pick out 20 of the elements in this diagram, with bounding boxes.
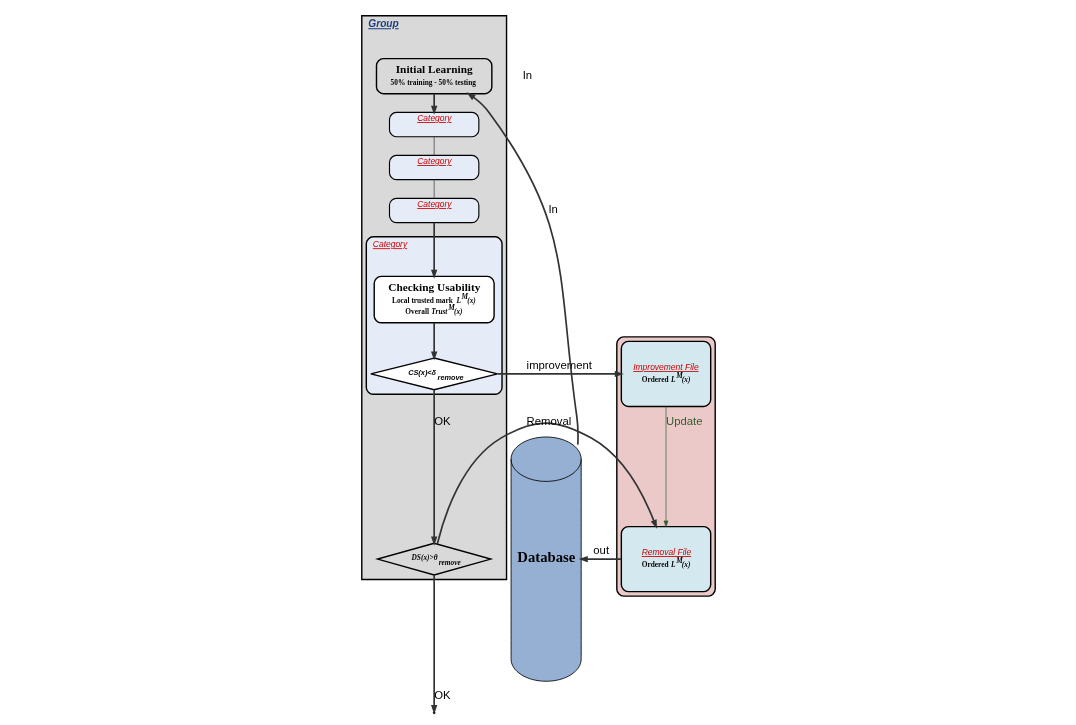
label: In <box>522 69 532 82</box>
node-box: Category <box>388 111 479 138</box>
arrow <box>578 555 622 563</box>
edge-label: out <box>592 544 609 557</box>
connector <box>433 179 434 199</box>
node-box: Category <box>388 154 479 181</box>
arrow <box>663 406 668 527</box>
arrow <box>430 389 437 546</box>
arrow <box>430 221 437 279</box>
arrow <box>496 370 624 378</box>
arrow <box>466 92 579 446</box>
connector <box>433 136 434 156</box>
arrow <box>430 322 437 361</box>
edge-label: In <box>547 203 558 216</box>
node-box: Category <box>388 197 479 224</box>
arrow <box>435 422 657 545</box>
arrow <box>430 92 437 115</box>
edge-label: Removal <box>526 414 571 427</box>
edge-label: Update <box>665 414 702 427</box>
arrow <box>430 574 437 715</box>
